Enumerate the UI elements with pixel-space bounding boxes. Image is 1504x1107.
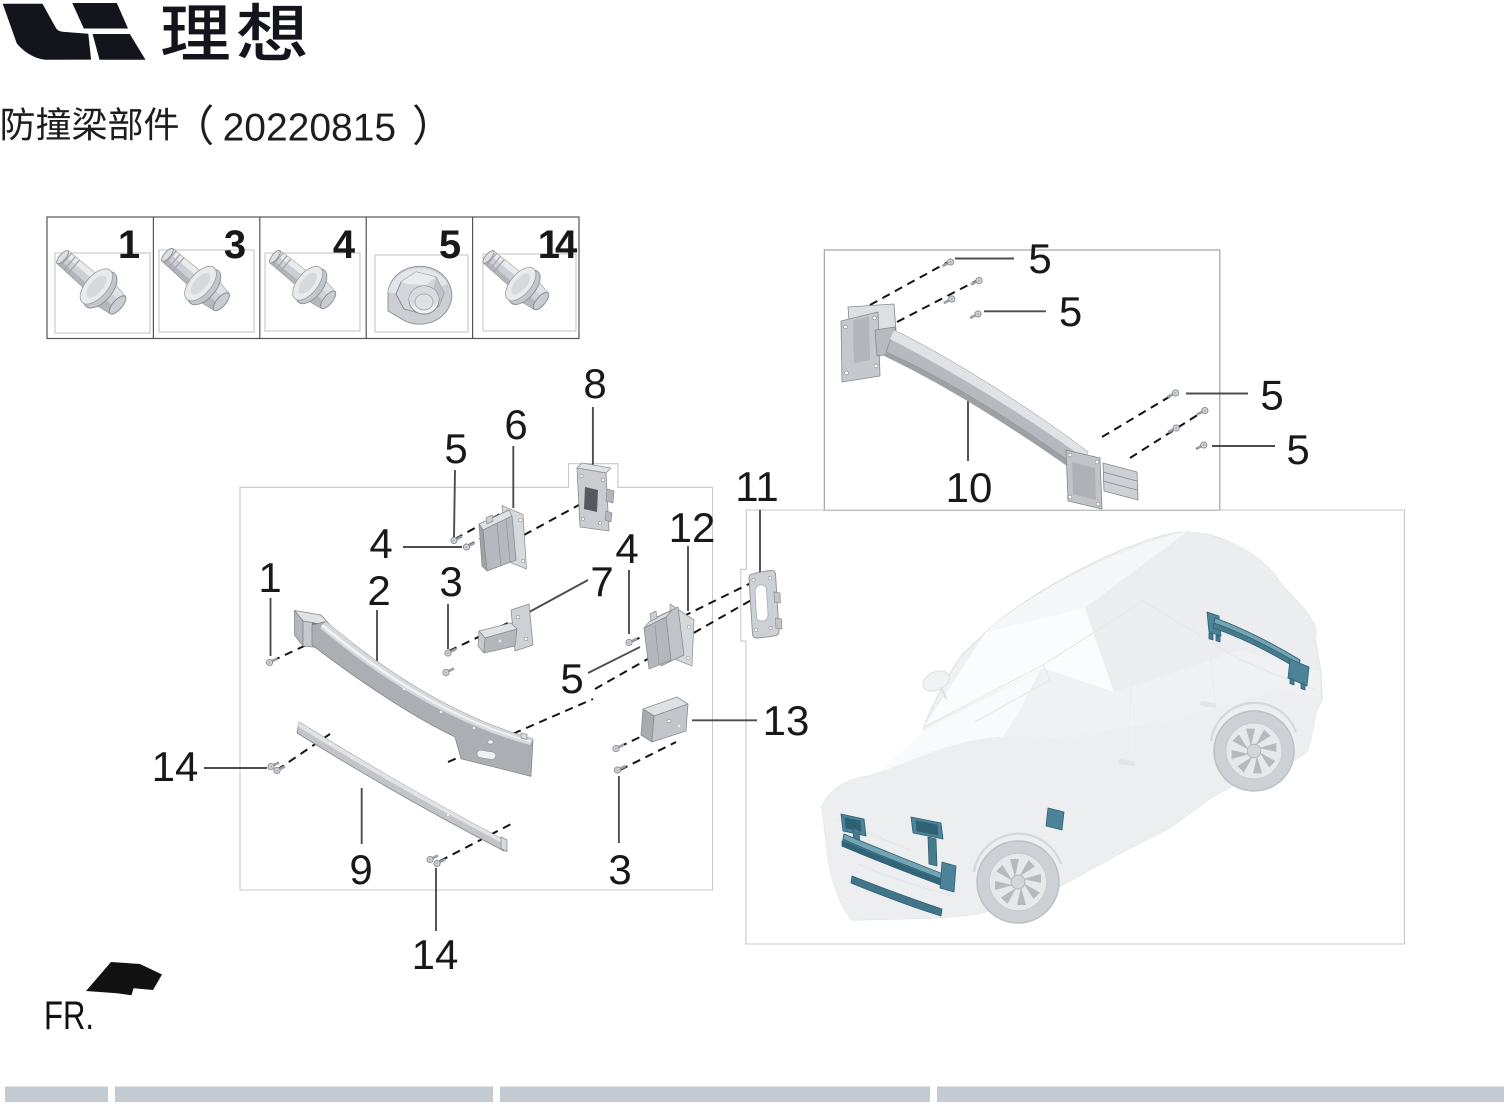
svg-text:3: 3 xyxy=(439,558,462,605)
svg-text:5: 5 xyxy=(560,655,583,702)
svg-text:FR.: FR. xyxy=(44,994,94,1038)
svg-text:5: 5 xyxy=(1260,372,1283,419)
svg-text:5: 5 xyxy=(439,223,461,267)
svg-text:7: 7 xyxy=(590,558,613,605)
svg-text:4: 4 xyxy=(333,223,356,267)
svg-text:5: 5 xyxy=(1286,426,1309,473)
svg-text:5: 5 xyxy=(444,425,467,472)
svg-text:4: 4 xyxy=(369,520,392,567)
svg-text:5: 5 xyxy=(1059,288,1082,335)
svg-text:6: 6 xyxy=(504,401,527,448)
svg-text:4: 4 xyxy=(615,525,638,572)
svg-text:5: 5 xyxy=(1028,235,1051,282)
svg-text:2: 2 xyxy=(367,567,390,614)
svg-text:14: 14 xyxy=(538,223,578,267)
svg-text:20220815: 20220815 xyxy=(223,107,397,150)
svg-text:1: 1 xyxy=(118,223,140,267)
svg-text:12: 12 xyxy=(669,504,716,551)
svg-text:3: 3 xyxy=(608,846,631,893)
svg-text:9: 9 xyxy=(349,846,372,893)
svg-text:14: 14 xyxy=(412,931,459,978)
svg-text:3: 3 xyxy=(224,223,246,267)
svg-text:1: 1 xyxy=(258,554,281,601)
svg-text:13: 13 xyxy=(763,697,810,744)
svg-text:14: 14 xyxy=(152,743,199,790)
svg-text:8: 8 xyxy=(583,360,606,407)
svg-text:11: 11 xyxy=(735,463,779,510)
svg-text:10: 10 xyxy=(946,464,993,511)
